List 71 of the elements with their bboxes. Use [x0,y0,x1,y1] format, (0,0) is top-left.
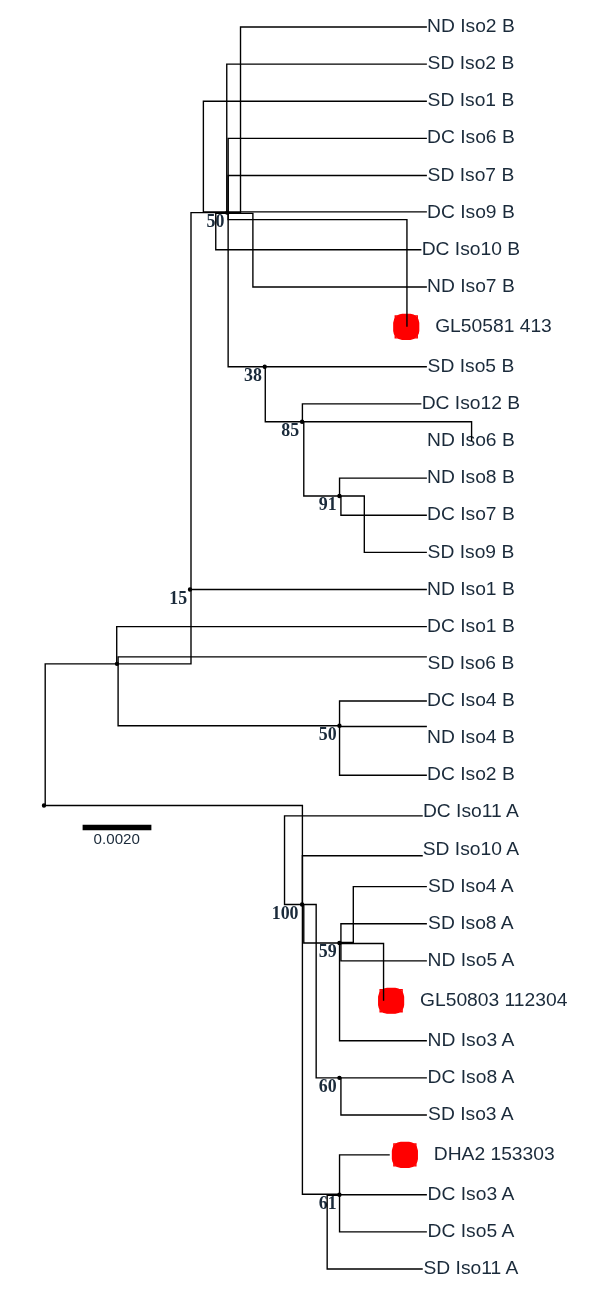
node-label: 91 [318,494,337,515]
node-text: DC Iso9 B [426,200,515,222]
node-point [336,493,342,499]
node-text: ND Iso3 A [427,1028,514,1050]
node-text: DC Iso4 B [426,689,515,711]
node-text: SD Iso9 B [427,540,514,562]
node-text: SD Iso11 A [422,1257,518,1279]
node-text: SD Iso2 B [427,52,514,74]
connector [190,588,428,591]
node-text: SD Iso4 A [427,874,514,896]
node-text: ND Iso4 B [426,726,515,748]
node-text: ND Iso8 B [426,466,515,488]
connector [227,26,428,214]
node-label: 100 [271,902,299,923]
node-text: DC Iso6 B [426,126,515,148]
node-point [336,1192,342,1197]
connector [302,903,339,1079]
node-point [336,940,342,946]
connector [339,942,428,962]
node-text: ND Iso5 A [427,949,514,971]
node-point [336,1075,342,1080]
node-text: DC Iso10 B [421,237,520,259]
connector [227,211,428,213]
node-text: SD Iso5 B [427,354,514,376]
node-point [187,587,192,592]
label: 0.0020 [93,829,140,847]
node-label: 85 [280,420,299,441]
connector [339,495,428,516]
node-text: DC Iso1 B [426,614,515,636]
node-text: ND Iso7 B [426,275,515,297]
node-text: DC Iso3 A [427,1182,514,1204]
node-text: ND Iso1 B [426,577,515,599]
connector [302,903,339,944]
node-text: DC Iso2 B [426,763,515,785]
node-text: DC Iso5 A [427,1219,514,1241]
node-point [299,419,304,424]
node-point [41,803,46,808]
node-label: 38 [243,365,262,386]
node-text: SD Iso6 B [427,651,514,673]
node-text: ND Iso6 B [426,429,515,451]
connector [44,663,116,807]
connector [339,725,428,728]
node-text: SD Iso8 A [427,911,514,933]
node-label: GL50803 112304 [419,988,567,1010]
node-point [262,364,267,369]
node-text: DC Iso7 B [426,503,515,525]
connector [339,495,428,554]
node-label: 60 [318,1076,337,1097]
node-text: DC Iso12 B [421,391,520,413]
node-text: SD Iso1 B [427,89,514,111]
node-text: SD Iso3 A [427,1103,514,1125]
node-label: GL50581 413 [434,314,552,336]
connector [302,421,339,497]
connector [339,1077,428,1116]
connector [339,885,428,944]
connector [339,1194,428,1196]
node-label: 59 [318,941,337,962]
node-text: DC Iso11 A [422,800,519,822]
node-label: DHA2 153303 [433,1142,555,1164]
connector [339,923,428,944]
connector [227,212,428,288]
connector [339,1077,428,1079]
node-label: 50 [318,724,337,745]
node-text: SD Iso10 A [422,837,519,859]
node-text: SD Iso7 B [427,163,514,185]
node-text: DC Iso8 A [427,1065,514,1087]
node-point [336,723,342,728]
node-label: 15 [168,587,187,608]
connector [339,942,384,1002]
node-text: ND Iso2 B [426,15,515,37]
connector [302,421,472,442]
